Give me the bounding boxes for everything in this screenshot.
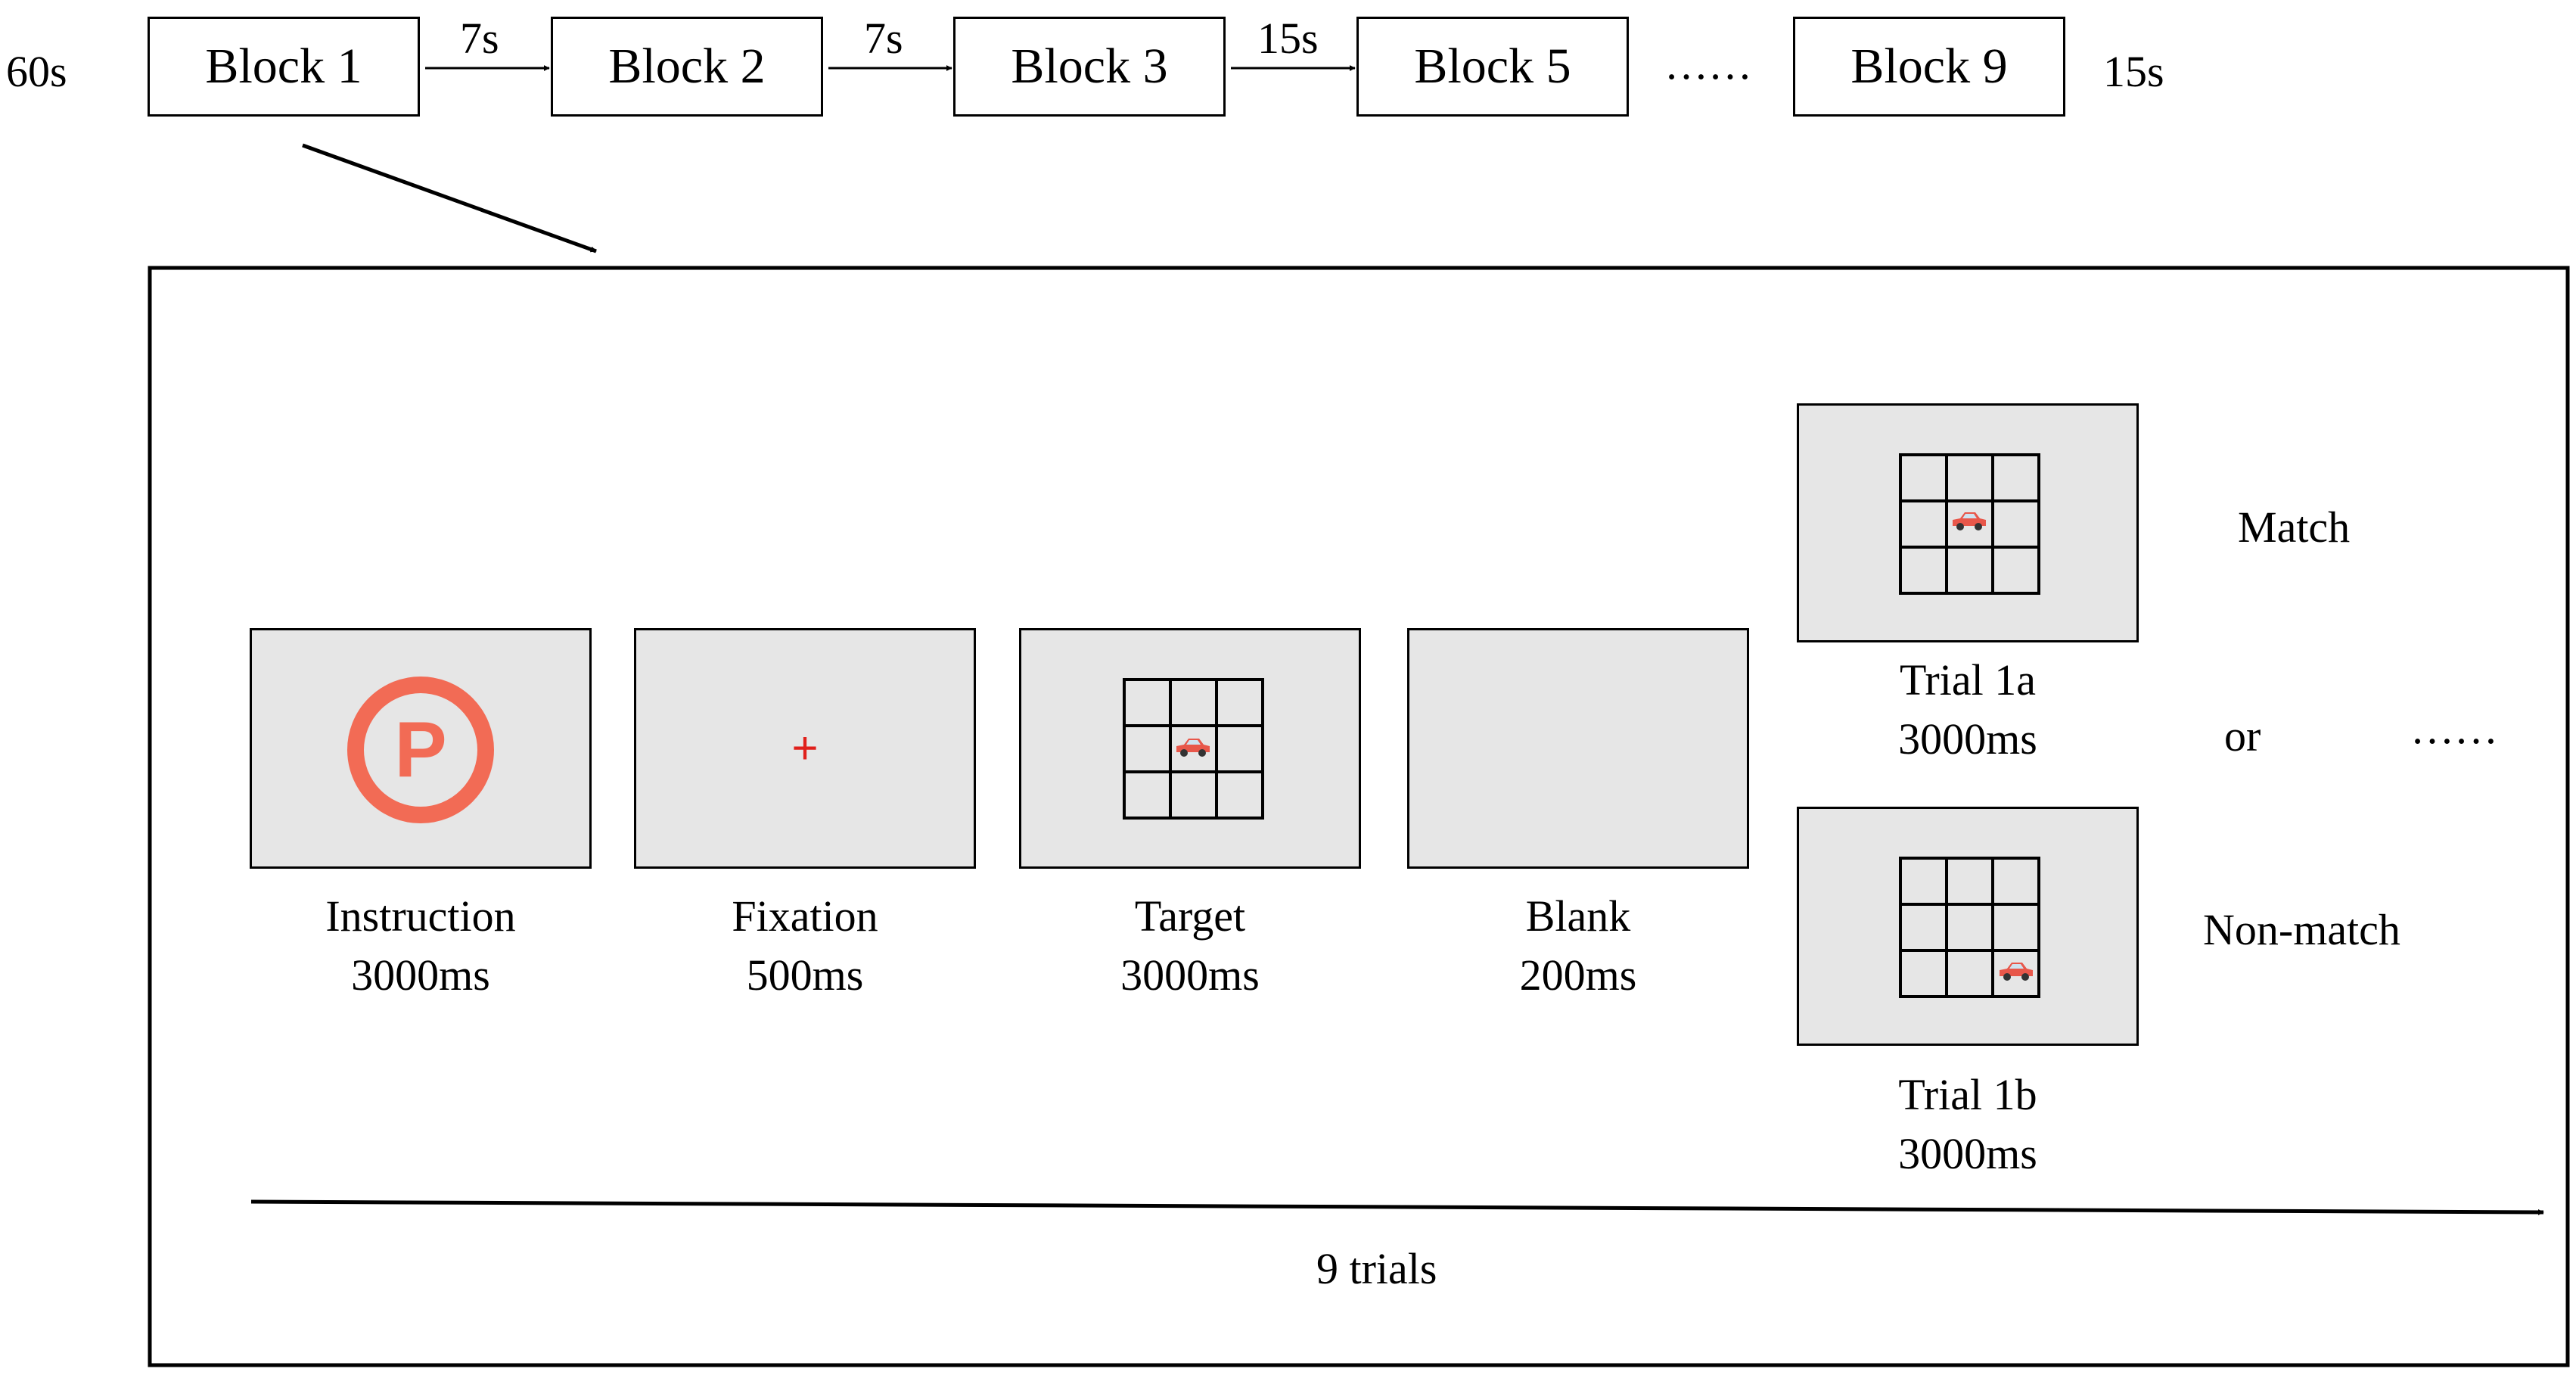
arrow-expand-block1 <box>302 143 597 254</box>
trial-1b-screen <box>1797 807 2139 1046</box>
target-grid <box>1123 678 1264 820</box>
interval-label-1: 7s <box>460 14 499 63</box>
block-5: Block 5 <box>1356 17 1629 117</box>
blank-name: Blank <box>1525 891 1631 941</box>
trial-ellipsis: …… <box>2410 704 2498 753</box>
match-label: Match <box>2238 502 2351 552</box>
trial-1a-duration: 3000ms <box>1898 714 2037 764</box>
blank-screen <box>1407 628 1749 869</box>
fixation-cross-icon: + <box>791 723 819 773</box>
instruction-duration: 3000ms <box>351 950 490 1000</box>
instruction-screen: P <box>250 628 592 869</box>
timeline-start-label: 60s <box>6 47 67 96</box>
target-name: Target <box>1134 891 1246 941</box>
blank-duration: 200ms <box>1519 950 1637 1000</box>
interval-label-3: 15s <box>1257 14 1319 63</box>
interval-label-2: 7s <box>864 14 903 63</box>
trial-1b-caption: Trial 1b 3000ms <box>1797 1065 2139 1184</box>
blank-caption: Blank 200ms <box>1407 887 1749 1005</box>
fixation-screen: + <box>634 628 976 869</box>
non-match-label: Non-match <box>2203 905 2400 954</box>
target-screen <box>1019 628 1361 869</box>
timeline-ellipsis: …… <box>1664 39 1752 89</box>
target-duration: 3000ms <box>1120 950 1260 1000</box>
car-icon <box>2000 963 2033 981</box>
block-9-label: Block 9 <box>1850 39 2008 94</box>
or-label: or <box>2224 711 2261 761</box>
block-5-label: Block 5 <box>1414 39 1571 94</box>
fixation-name: Fixation <box>732 891 878 941</box>
trial-1b-duration: 3000ms <box>1898 1129 2037 1178</box>
instruction-name: Instruction <box>325 891 516 941</box>
fixation-duration: 500ms <box>746 950 864 1000</box>
fixation-caption: Fixation 500ms <box>634 887 976 1005</box>
block-3: Block 3 <box>953 17 1226 117</box>
car-icon <box>1176 739 1210 757</box>
instruction-caption: Instruction 3000ms <box>250 887 592 1005</box>
trial-1a-grid <box>1899 453 2040 595</box>
block-1-label: Block 1 <box>205 39 362 94</box>
trial-1b-name: Trial 1b <box>1898 1070 2037 1119</box>
block-2-label: Block 2 <box>608 39 766 94</box>
block-9: Block 9 <box>1793 17 2065 117</box>
block-2: Block 2 <box>551 17 823 117</box>
car-icon <box>1953 512 1986 530</box>
target-caption: Target 3000ms <box>1019 887 1361 1005</box>
block-3-label: Block 3 <box>1011 39 1168 94</box>
trial-1a-screen <box>1797 403 2139 642</box>
timeline-end-label: 15s <box>2103 47 2164 96</box>
time-axis-arrow <box>250 1199 2544 1215</box>
trial-1a-caption: Trial 1a 3000ms <box>1797 651 2139 769</box>
parking-p-icon: P <box>347 677 494 823</box>
trial-frame <box>148 266 2570 1367</box>
trial-count-label: 9 trials <box>1316 1244 1437 1293</box>
trial-1b-grid <box>1899 857 2040 998</box>
instruction-symbol: P <box>394 706 446 794</box>
block-1: Block 1 <box>148 17 420 117</box>
trial-1a-name: Trial 1a <box>1900 655 2036 705</box>
